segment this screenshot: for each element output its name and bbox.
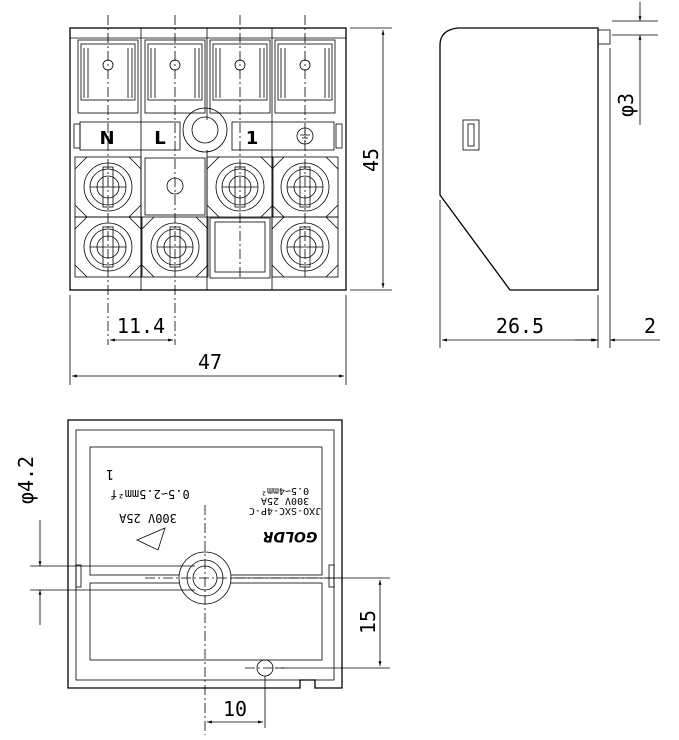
terminal-label-1: 1: [246, 128, 259, 149]
dim-pitch: 11.4: [117, 314, 165, 338]
dim-pin: 2: [644, 314, 656, 338]
marking-rating-right: 300V 25A: [261, 495, 309, 506]
dim-depth: 26.5: [496, 314, 544, 338]
warning-triangle-icon: [136, 527, 166, 551]
marking-rating-left: 300V 25A: [118, 511, 177, 525]
dim-height: 45: [359, 148, 383, 172]
marking-number: 1: [106, 466, 114, 481]
terminal-label-l: L: [154, 128, 165, 149]
marking-model: JXO-SXC-4P-C: [249, 505, 321, 516]
front-view: N L 1 45 11.4 47: [69, 15, 392, 385]
dim-offset-x: 10: [223, 697, 247, 721]
dim-pin-diameter: φ3: [614, 93, 638, 117]
goldr-logo: GOLDR: [263, 528, 318, 544]
dim-width: 47: [198, 350, 222, 374]
bottom-view: 1 0.5∽2.5mm²f 300V 25A 0.5∽4mm² 300V 25A…: [14, 419, 390, 735]
dim-hole: φ4.2: [14, 456, 38, 504]
terminal-label-n: N: [99, 128, 114, 149]
dim-offset-y: 15: [356, 610, 380, 634]
marking-wire-left: 0.5∽2.5mm²f: [110, 487, 189, 501]
marking-wire-right: 0.5∽4mm²: [261, 485, 309, 496]
side-view: φ3 26.5 2: [439, 2, 660, 348]
